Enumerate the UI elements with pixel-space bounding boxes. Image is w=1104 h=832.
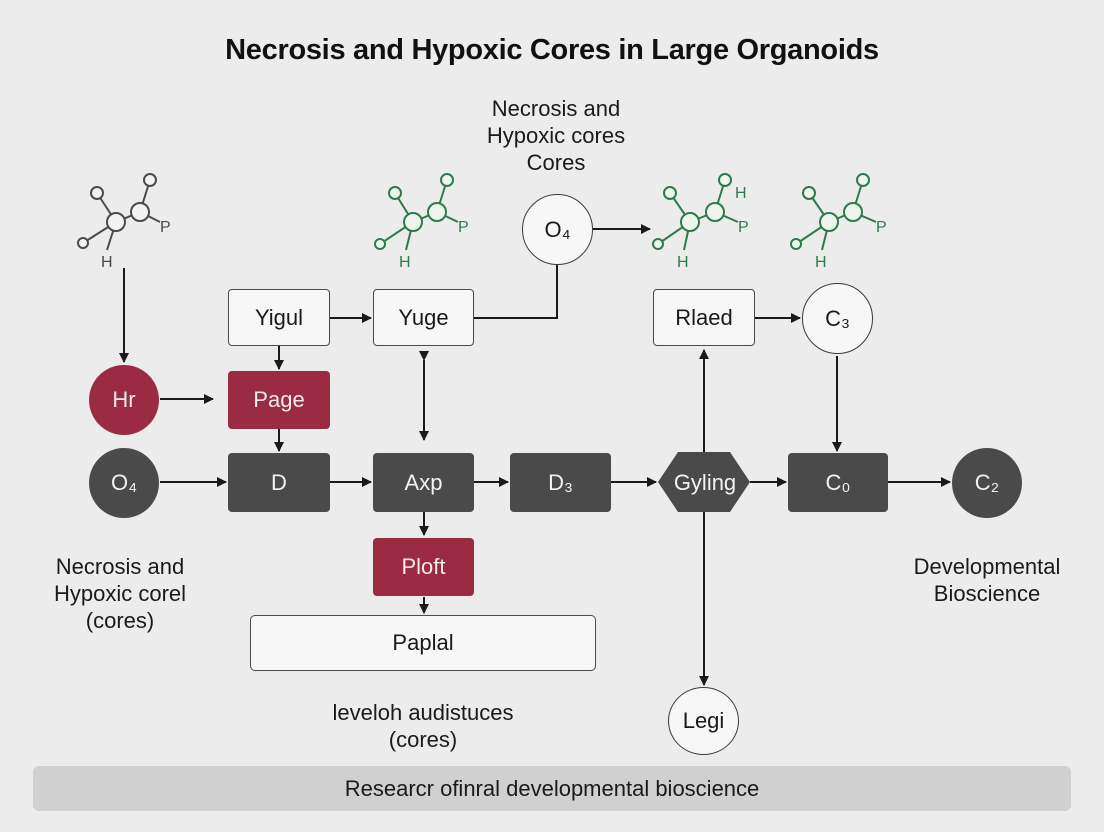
molecule-atom-p: P	[876, 219, 887, 236]
top-label: Necrosis and Hypoxic cores Cores	[466, 95, 646, 176]
page-title: Necrosis and Hypoxic Cores in Large Orga…	[225, 34, 879, 66]
molecule-atom-h: H	[677, 254, 689, 271]
molecule-atom-h: H	[101, 254, 113, 271]
molecule-atom-h: H	[399, 254, 411, 271]
right-label: Developmental Bioscience	[895, 553, 1079, 607]
molecule-atom-p: P	[458, 219, 469, 236]
footer-text: Researcr ofinral developmental bioscienc…	[344, 775, 760, 801]
molecule-atom-h: H	[735, 185, 747, 202]
node-rlaed[interactable]: Rlaed	[653, 289, 755, 346]
node-d[interactable]: D	[228, 453, 330, 512]
node-gyling-label[interactable]: Gyling	[673, 470, 737, 495]
node-hr[interactable]: Hr	[89, 365, 159, 435]
right-label-line: Developmental	[913, 554, 1061, 579]
node-d3[interactable]: D₃	[510, 453, 611, 512]
node-yigul[interactable]: Yigul	[228, 289, 330, 346]
node-c2[interactable]: C₂	[952, 448, 1022, 518]
molecule-icon-gray	[77, 173, 161, 251]
node-c3[interactable]: C₃	[802, 283, 873, 354]
node-yuge[interactable]: Yuge	[373, 289, 474, 346]
bottom-label-line: leveloh audistuces	[332, 700, 514, 725]
left-label: Necrosis and Hypoxic corel (cores)	[30, 553, 210, 634]
footer-bar: Researcr ofinral developmental bioscienc…	[33, 766, 1071, 811]
top-label-line: Necrosis and	[491, 96, 621, 121]
molecule-icon-green-2	[652, 173, 739, 251]
molecule-atom-h: H	[815, 254, 827, 271]
top-label-line: Hypoxic cores	[486, 123, 626, 148]
molecule-icon-green-3	[790, 173, 877, 251]
top-label-line: Cores	[526, 150, 586, 175]
right-label-line: Bioscience	[933, 581, 1041, 606]
left-label-line: Necrosis and	[55, 554, 185, 579]
left-label-line: (cores)	[85, 608, 155, 633]
bottom-label: leveloh audistuces (cores)	[300, 699, 546, 753]
node-o4-left[interactable]: O₄	[89, 448, 159, 518]
node-o4-top[interactable]: O₄	[522, 194, 593, 265]
node-c0[interactable]: C₀	[788, 453, 888, 512]
molecule-icon-green-1	[374, 173, 459, 251]
left-label-line: Hypoxic corel	[53, 581, 187, 606]
bottom-label-line: (cores)	[388, 727, 458, 752]
molecule-atom-p: P	[160, 219, 171, 236]
node-legi[interactable]: Legi	[668, 687, 739, 755]
node-paplal[interactable]: Paplal	[250, 615, 596, 671]
node-ploft[interactable]: Ploft	[373, 538, 474, 596]
line-yuge-to-o4	[474, 264, 558, 319]
molecule-atom-p: P	[738, 219, 749, 236]
gyling-hexagon[interactable]	[658, 452, 750, 512]
node-axp[interactable]: Axp	[373, 453, 474, 512]
node-page[interactable]: Page	[228, 371, 330, 429]
